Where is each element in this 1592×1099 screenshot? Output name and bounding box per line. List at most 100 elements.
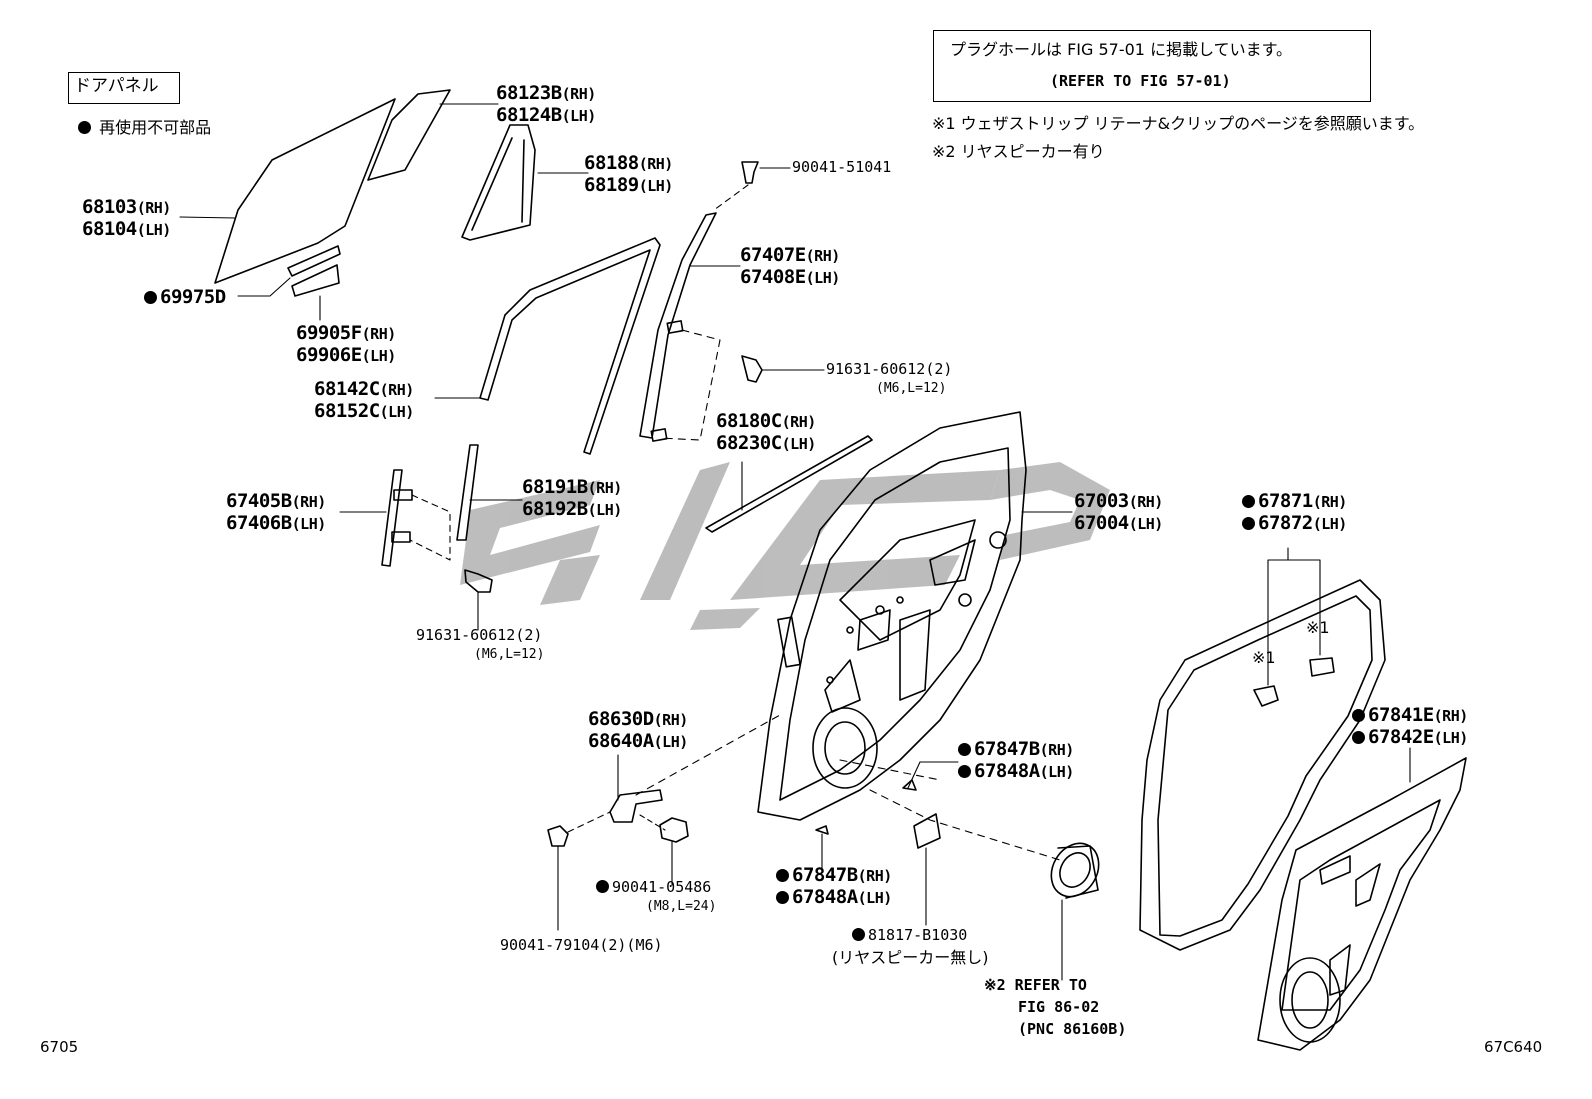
label-68103: 68103(RH) <box>82 196 171 218</box>
note-1: ※1 ウェザストリップ リテーナ&クリップのページを参照願います。 <box>932 114 1425 133</box>
label-68124B: 68124B(LH) <box>496 104 596 126</box>
door-trim-drawing <box>1257 757 1467 1051</box>
leader-69975D <box>237 277 291 297</box>
label-67407E: 67407E(RH) <box>740 244 840 266</box>
footer-right-code: 67C640 <box>1484 1038 1543 1056</box>
legend-title-box <box>68 72 180 104</box>
label-91631-upper: 91631-60612(2) <box>826 360 953 378</box>
leader-67847B-upper <box>907 761 959 789</box>
quarter-glass-drawing <box>367 89 451 181</box>
label-67003: 67003(RH) <box>1074 490 1163 512</box>
label-67847B-lower: 67847B(RH) <box>776 866 892 885</box>
label-69975D: 69975D <box>144 288 226 307</box>
dash-panel-cover <box>839 759 941 781</box>
nonreusable-dot-icon <box>144 291 157 304</box>
label-91631-lower-spec: (M6,L=12) <box>474 647 545 662</box>
leader-68103 <box>179 216 236 219</box>
legend-nonreusable-text: 再使用不可部品 <box>99 118 212 137</box>
label-90041-05486: 90041-05486 <box>596 880 711 895</box>
label-67847B-upper: 67847B(RH) <box>958 740 1074 759</box>
nonreusable-dot-icon <box>958 743 971 756</box>
mark-ref1-right: ※1 <box>1306 618 1330 637</box>
plug-67847B-upper-drawing <box>902 779 917 791</box>
dash-speaker <box>869 789 1061 861</box>
label-69906E: 69906E(LH) <box>296 344 396 366</box>
door-glass-drawing <box>214 98 396 284</box>
nonreusable-dot-icon <box>958 765 971 778</box>
label-68230C: 68230C(LH) <box>716 432 816 454</box>
dash-90041-05486 <box>639 814 666 831</box>
lower-frame-bracket-1 <box>393 489 413 501</box>
label-67004: 67004(LH) <box>1074 512 1163 534</box>
door-check-drawing <box>609 789 663 823</box>
dash-91631-upper <box>659 329 721 441</box>
door-frame-channel-drawing <box>479 237 661 455</box>
nonreusable-dot-icon <box>1352 731 1365 744</box>
label-68630D: 68630D(RH) <box>588 708 688 730</box>
retainer-clip-1-drawing <box>1253 685 1279 707</box>
label-91631-upper-spec: (M6,L=12) <box>876 381 947 396</box>
bolt-90041-05486-drawing <box>659 817 689 843</box>
label-68123B: 68123B(RH) <box>496 82 596 104</box>
note-box-line2: (REFER TO FIG 57-01) <box>1050 72 1231 90</box>
ref-line2: FIG 86-02 <box>1018 998 1100 1016</box>
nonreusable-dot-icon <box>776 869 789 882</box>
leader-67871-a <box>1267 547 1289 686</box>
nonreusable-dot-icon <box>852 928 865 941</box>
label-67405B: 67405B(RH) <box>226 490 326 512</box>
nonreusable-dot-icon <box>1242 517 1255 530</box>
bolt-91631-lower-drawing <box>464 569 493 593</box>
label-68189: 68189(LH) <box>584 174 673 196</box>
note-box <box>933 30 1371 102</box>
lower-frame-drawing <box>381 469 403 567</box>
label-81817-note: (リヤスピーカー無し) <box>832 948 989 967</box>
lower-frame-bracket-2 <box>391 531 411 543</box>
label-68180C: 68180C(RH) <box>716 410 816 432</box>
label-90041-51041: 90041-51041 <box>792 158 892 176</box>
label-67408E: 67408E(LH) <box>740 266 840 288</box>
mark-ref1-left: ※1 <box>1252 648 1276 667</box>
nonreusable-dot-icon <box>596 880 609 893</box>
speaker-cover-drawing <box>913 813 941 849</box>
label-67841E: 67841E(RH) <box>1352 706 1468 725</box>
nonreusable-dot-icon <box>1352 709 1365 722</box>
dash-67405B <box>409 494 451 561</box>
rear-run-channel-drawing <box>456 444 479 541</box>
label-68640A: 68640A(LH) <box>588 730 688 752</box>
quarter-weatherstrip-drawing <box>461 124 536 241</box>
legend-title: ドアパネル <box>74 76 159 96</box>
label-67406B: 67406B(LH) <box>226 512 326 534</box>
label-68104: 68104(LH) <box>82 218 171 240</box>
note-2: ※2 リヤスピーカー有り <box>932 142 1105 161</box>
label-67842E: 67842E(LH) <box>1352 728 1468 747</box>
speaker-drawing <box>1050 842 1100 899</box>
ref-line1: ※2 REFER TO <box>984 976 1087 994</box>
label-68188: 68188(RH) <box>584 152 673 174</box>
label-81817: 81817-B1030 <box>852 928 967 943</box>
bolt-91631-upper-drawing <box>741 355 763 383</box>
legend-nonreusable: 再使用不可部品 <box>78 120 211 136</box>
belt-moulding-outer-drawing <box>291 264 340 297</box>
label-68192B: 68192B(LH) <box>522 498 622 520</box>
plug-67847B-lower-drawing <box>815 825 829 835</box>
belt-moulding-inner-drawing <box>287 245 341 277</box>
label-68191B: 68191B(RH) <box>522 476 622 498</box>
division-bar-drawing <box>639 212 717 439</box>
nonreusable-dot-icon <box>776 891 789 904</box>
clip-90041-51041-drawing <box>741 161 759 184</box>
dash-90041-79104 <box>567 811 611 833</box>
label-68152C: 68152C(LH) <box>314 400 414 422</box>
nonreusable-dot-icon <box>78 121 91 134</box>
division-bar-bracket-lower <box>650 428 668 442</box>
label-67872: 67872(LH) <box>1242 514 1347 533</box>
label-68142C: 68142C(RH) <box>314 378 414 400</box>
nut-90041-79104-drawing <box>547 825 569 847</box>
label-91631-lower: 91631-60612(2) <box>416 626 543 644</box>
label-67848A-lower: 67848A(LH) <box>776 888 892 907</box>
dash-90041-51041 <box>713 184 749 211</box>
label-67848A-upper: 67848A(LH) <box>958 762 1074 781</box>
ref-line3: (PNC 86160B) <box>1018 1020 1127 1038</box>
label-69905F: 69905F(RH) <box>296 322 396 344</box>
